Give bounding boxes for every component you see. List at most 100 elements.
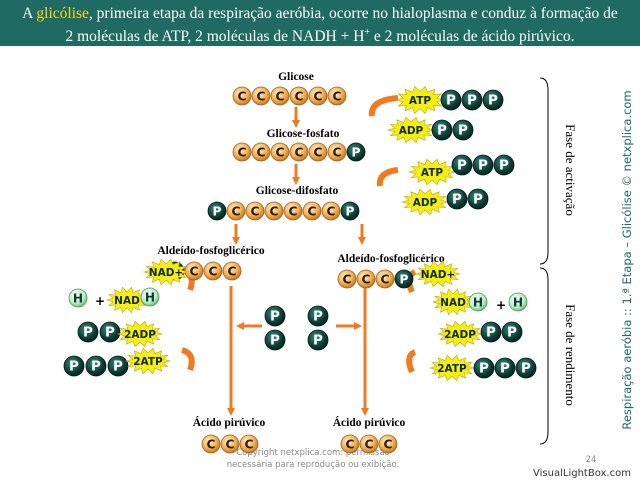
svg-text:2ATP: 2ATP <box>437 363 467 375</box>
phosphate-group: P <box>207 201 227 221</box>
svg-text:P: P <box>478 158 488 174</box>
svg-text:C: C <box>308 205 317 219</box>
carbon-atom: C <box>289 86 309 106</box>
svg-text:NAD+: NAD+ <box>149 267 183 279</box>
phosphate-group: P <box>472 154 494 176</box>
copyright-line-1: Copyright netxplica.com: permissão <box>236 448 390 458</box>
svg-text:NAD+: NAD+ <box>421 269 455 281</box>
svg-text:P: P <box>400 273 409 287</box>
svg-text:C: C <box>257 146 266 160</box>
phosphate-group: P <box>440 89 462 111</box>
svg-text:ADP: ADP <box>399 125 424 137</box>
energy-burst: NAD+ <box>142 258 190 286</box>
svg-text:2ATP: 2ATP <box>133 356 163 368</box>
carbon-atom: C <box>289 142 309 162</box>
phosphate-group: P <box>501 321 523 343</box>
svg-text:C: C <box>245 438 254 452</box>
svg-text:C: C <box>226 438 235 452</box>
label-fase-activacao: Fase de activação <box>563 124 578 216</box>
energy-burst: NAD <box>431 288 475 316</box>
svg-text:H: H <box>73 292 83 306</box>
svg-text:C: C <box>346 438 355 452</box>
curved-arrow <box>180 347 195 372</box>
phosphate-group: P <box>340 201 360 221</box>
curved-arrow <box>368 95 399 117</box>
phosphate-group: P <box>346 142 366 162</box>
svg-text:P: P <box>313 333 323 349</box>
carbon-atom: C <box>375 269 395 289</box>
svg-text:C: C <box>384 438 393 452</box>
svg-text:C: C <box>327 205 336 219</box>
svg-text:C: C <box>314 146 323 160</box>
label-acido-right: Ácido pirúvico <box>333 415 406 429</box>
carbon-atom: C <box>308 142 328 162</box>
phosphate-group: P <box>307 329 329 351</box>
svg-text:P: P <box>313 309 323 325</box>
phosphate-group: P <box>307 305 329 327</box>
energy-burst: 2ADP <box>436 320 484 348</box>
svg-text:C: C <box>314 90 323 104</box>
svg-text:P: P <box>479 361 489 377</box>
svg-text:P: P <box>346 205 355 219</box>
svg-text:P: P <box>91 359 101 375</box>
svg-text:P: P <box>69 359 79 375</box>
curved-arrow <box>376 167 399 187</box>
hydrogen-ion: H <box>68 288 88 308</box>
svg-text:H: H <box>473 296 483 310</box>
energy-burst: ADP <box>400 188 450 216</box>
carbon-atom: C <box>245 201 265 221</box>
svg-text:P: P <box>488 93 498 109</box>
phosphate-group: P <box>467 188 489 210</box>
phosphate-group: P <box>461 89 483 111</box>
vertical-caption: Respiração aeróbia :: 1.ª Etapa – Glicól… <box>620 90 634 429</box>
svg-text:P: P <box>213 205 222 219</box>
glycolysis-diagram: Glicose Glicose-fosfato Glicose-difosfat… <box>63 71 634 479</box>
svg-text:P: P <box>270 333 280 349</box>
energy-burst: NAD <box>105 286 149 314</box>
svg-text:H: H <box>145 291 155 305</box>
phosphate-group: P <box>107 355 129 377</box>
svg-text:C: C <box>362 273 371 287</box>
plus-sign: + <box>496 298 506 312</box>
svg-text:ATP: ATP <box>409 95 431 107</box>
svg-text:P: P <box>270 309 280 325</box>
svg-text:P: P <box>457 158 467 174</box>
header-line-1: A glicólise, primeira etapa da respiraçã… <box>0 4 640 23</box>
svg-text:ATP: ATP <box>421 167 443 179</box>
label-glicose-difosfato: Glicose-difosfato <box>256 185 339 197</box>
phosphate-group: P <box>99 321 121 343</box>
page-number: 24 <box>586 455 597 465</box>
svg-text:C: C <box>276 90 285 104</box>
svg-text:C: C <box>343 273 352 287</box>
carbon-atom: C <box>232 86 252 106</box>
bracket-activation <box>539 77 549 265</box>
carbon-atom: C <box>302 201 322 221</box>
svg-text:C: C <box>333 90 342 104</box>
svg-text:P: P <box>499 158 509 174</box>
header-text: A <box>22 5 37 22</box>
hydrogen-ion: H <box>468 292 488 312</box>
svg-text:P: P <box>467 93 477 109</box>
phosphate-group: P <box>431 119 453 141</box>
phosphate-group: P <box>452 119 474 141</box>
carbon-atom: C <box>327 142 347 162</box>
svg-text:2ADP: 2ADP <box>124 329 156 341</box>
phosphate-group: P <box>473 357 495 379</box>
svg-text:P: P <box>507 325 517 341</box>
copyright-line-2: necessária para reprodução ou exibição. <box>227 460 400 470</box>
svg-text:C: C <box>270 205 279 219</box>
svg-text:C: C <box>295 90 304 104</box>
carbon-atom: C <box>226 201 246 221</box>
carbon-atom: C <box>239 434 259 454</box>
curved-arrow <box>406 349 417 374</box>
label-glicose-fosfato: Glicose-fosfato <box>267 128 340 140</box>
svg-text:P: P <box>473 192 483 208</box>
header-sup: + <box>364 27 371 38</box>
label-aldeido-left: Aldeído-fosfoglicérico <box>157 245 265 257</box>
header-text: , primeira etapa da respiração aeróbia, … <box>88 5 618 22</box>
svg-text:C: C <box>295 146 304 160</box>
svg-text:C: C <box>238 146 247 160</box>
slide-header: A glicólise, primeira etapa da respiraçã… <box>0 0 640 46</box>
carbon-atom: C <box>321 201 341 221</box>
svg-text:2ADP: 2ADP <box>444 329 476 341</box>
